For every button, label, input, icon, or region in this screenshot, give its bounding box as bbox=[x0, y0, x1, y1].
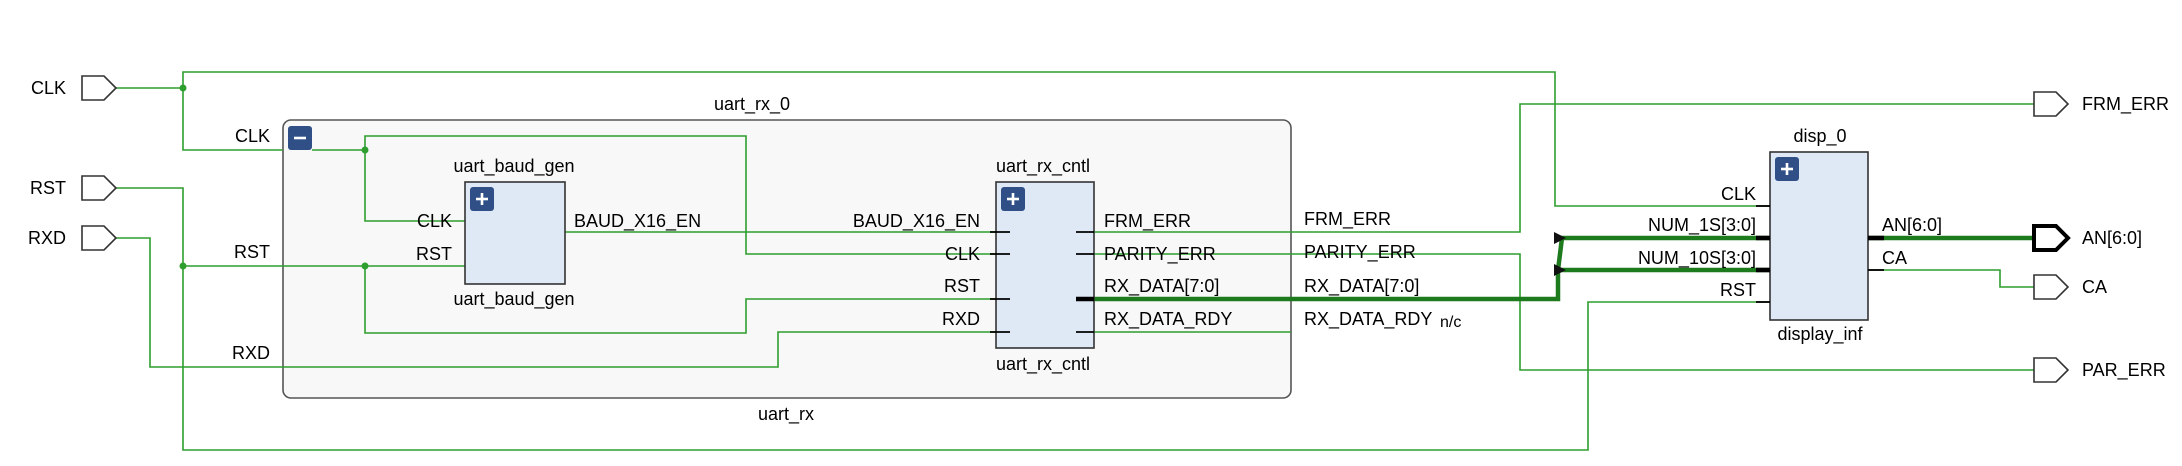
disp-pin-clk: CLK bbox=[1721, 184, 1756, 204]
baud-gen-pin-baud: BAUD_X16_EN bbox=[574, 211, 701, 232]
plus-icon bbox=[1781, 163, 1793, 175]
hier-pin-frm-err-label: FRM_ERR bbox=[1304, 209, 1391, 230]
junction-rst bbox=[179, 262, 187, 270]
port-frm-err-label: FRM_ERR bbox=[2082, 94, 2169, 115]
nc-label: n/c bbox=[1440, 314, 1461, 331]
junction-int-rst bbox=[361, 262, 369, 270]
wire-frm-err[interactable] bbox=[1076, 103, 2034, 233]
disp-pin-rst: RST bbox=[1720, 280, 1756, 300]
baud-gen-module-name: uart_baud_gen bbox=[453, 289, 574, 310]
hier-pin-parity-err-label: PARITY_ERR bbox=[1304, 242, 1416, 263]
plus-icon bbox=[476, 193, 488, 205]
wire-ca[interactable] bbox=[1868, 269, 2034, 288]
rx-cntl-pin-rx-data: RX_DATA[7:0] bbox=[1104, 276, 1219, 297]
baud-gen-block[interactable]: uart_baud_gen CLK RST BAUD_X16_EN uart_b… bbox=[416, 156, 701, 310]
rx-cntl-pin-frm-err: FRM_ERR bbox=[1104, 211, 1191, 232]
rx-cntl-pin-baud: BAUD_X16_EN bbox=[853, 211, 980, 232]
rx-cntl-pin-rx-data-rdy: RX_DATA_RDY bbox=[1104, 309, 1232, 330]
disp-pin-num-1s: NUM_1S[3:0] bbox=[1648, 215, 1756, 236]
expand-button-baud-gen[interactable] bbox=[470, 187, 494, 211]
hier-pin-rx-data-label: RX_DATA[7:0] bbox=[1304, 276, 1419, 297]
disp-module-name: display_inf bbox=[1777, 324, 1863, 345]
disp-instance-name: disp_0 bbox=[1793, 126, 1846, 147]
rx-cntl-block[interactable]: uart_rx_cntl BAUD_X16_EN CLK RST RXD FRM… bbox=[853, 156, 1232, 375]
wire-rst-to-disp[interactable] bbox=[182, 266, 1770, 451]
port-frm-err[interactable]: FRM_ERR bbox=[2033, 91, 2169, 117]
rx-cntl-pin-rst: RST bbox=[944, 276, 980, 296]
disp-pin-an: AN[6:0] bbox=[1882, 215, 1942, 235]
rx-cntl-pin-clk: CLK bbox=[945, 244, 980, 264]
hier-pin-clk-label: CLK bbox=[235, 126, 270, 146]
expand-button-rx-cntl[interactable] bbox=[1001, 187, 1025, 211]
port-clk-label: CLK bbox=[31, 78, 66, 98]
wire-rst[interactable] bbox=[114, 187, 283, 267]
junction-clk bbox=[179, 84, 187, 92]
disp-block[interactable]: disp_0 CLK NUM_1S[3:0] NUM_10S[3:0] RST … bbox=[1638, 126, 1942, 345]
wire-clk[interactable] bbox=[114, 87, 283, 151]
port-an-label: AN[6:0] bbox=[2082, 228, 2142, 248]
port-rst-label: RST bbox=[30, 178, 66, 198]
port-par-err[interactable]: PAR_ERR bbox=[2033, 357, 2166, 383]
bus-ripper-1s bbox=[1554, 232, 1566, 244]
rx-cntl-pin-rxd: RXD bbox=[942, 309, 980, 329]
collapse-button[interactable] bbox=[288, 126, 312, 150]
uart-rx-module-name: uart_rx bbox=[758, 404, 814, 425]
port-rst[interactable]: RST bbox=[30, 175, 118, 201]
port-rxd[interactable]: RXD bbox=[28, 225, 118, 251]
hier-pin-rxd-label: RXD bbox=[232, 343, 270, 363]
plus-icon bbox=[1007, 193, 1019, 205]
wire-int-rst-rxcntl[interactable] bbox=[364, 266, 1010, 334]
net-wires bbox=[114, 71, 2034, 451]
wire-int-clk[interactable] bbox=[312, 149, 465, 222]
port-rxd-label: RXD bbox=[28, 228, 66, 248]
rx-cntl-instance-name: uart_rx_cntl bbox=[996, 156, 1090, 177]
port-clk[interactable]: CLK bbox=[31, 75, 118, 101]
disp-pin-num-10s: NUM_10S[3:0] bbox=[1638, 248, 1756, 269]
expand-button-disp[interactable] bbox=[1775, 157, 1799, 181]
uart-rx-instance-name: uart_rx_0 bbox=[714, 94, 790, 115]
wire-int-rxd[interactable] bbox=[283, 331, 1010, 368]
baud-gen-instance-name: uart_baud_gen bbox=[453, 156, 574, 177]
port-ca-label: CA bbox=[2082, 277, 2107, 297]
wire-rxd[interactable] bbox=[114, 237, 283, 368]
port-par-err-label: PAR_ERR bbox=[2082, 360, 2166, 381]
wire-clk-to-disp[interactable] bbox=[182, 71, 1770, 207]
baud-gen-pin-rst: RST bbox=[416, 244, 452, 264]
hier-pin-rst-label: RST bbox=[234, 242, 270, 262]
hier-pin-rx-data-rdy-label: RX_DATA_RDY bbox=[1304, 309, 1432, 330]
baud-gen-pin-clk: CLK bbox=[417, 211, 452, 231]
rx-cntl-module-name: uart_rx_cntl bbox=[996, 354, 1090, 375]
bus-ripper-10s bbox=[1554, 264, 1566, 276]
disp-pin-ca: CA bbox=[1882, 248, 1907, 268]
port-ca[interactable]: CA bbox=[2033, 274, 2107, 300]
wire-int-clk-rxcntl[interactable] bbox=[364, 135, 1010, 255]
junction-int-clk bbox=[361, 146, 369, 154]
wire-parity-err[interactable] bbox=[1076, 253, 2034, 371]
rx-cntl-pin-parity-err: PARITY_ERR bbox=[1104, 244, 1216, 265]
port-an[interactable]: AN[6:0] bbox=[2032, 224, 2142, 252]
